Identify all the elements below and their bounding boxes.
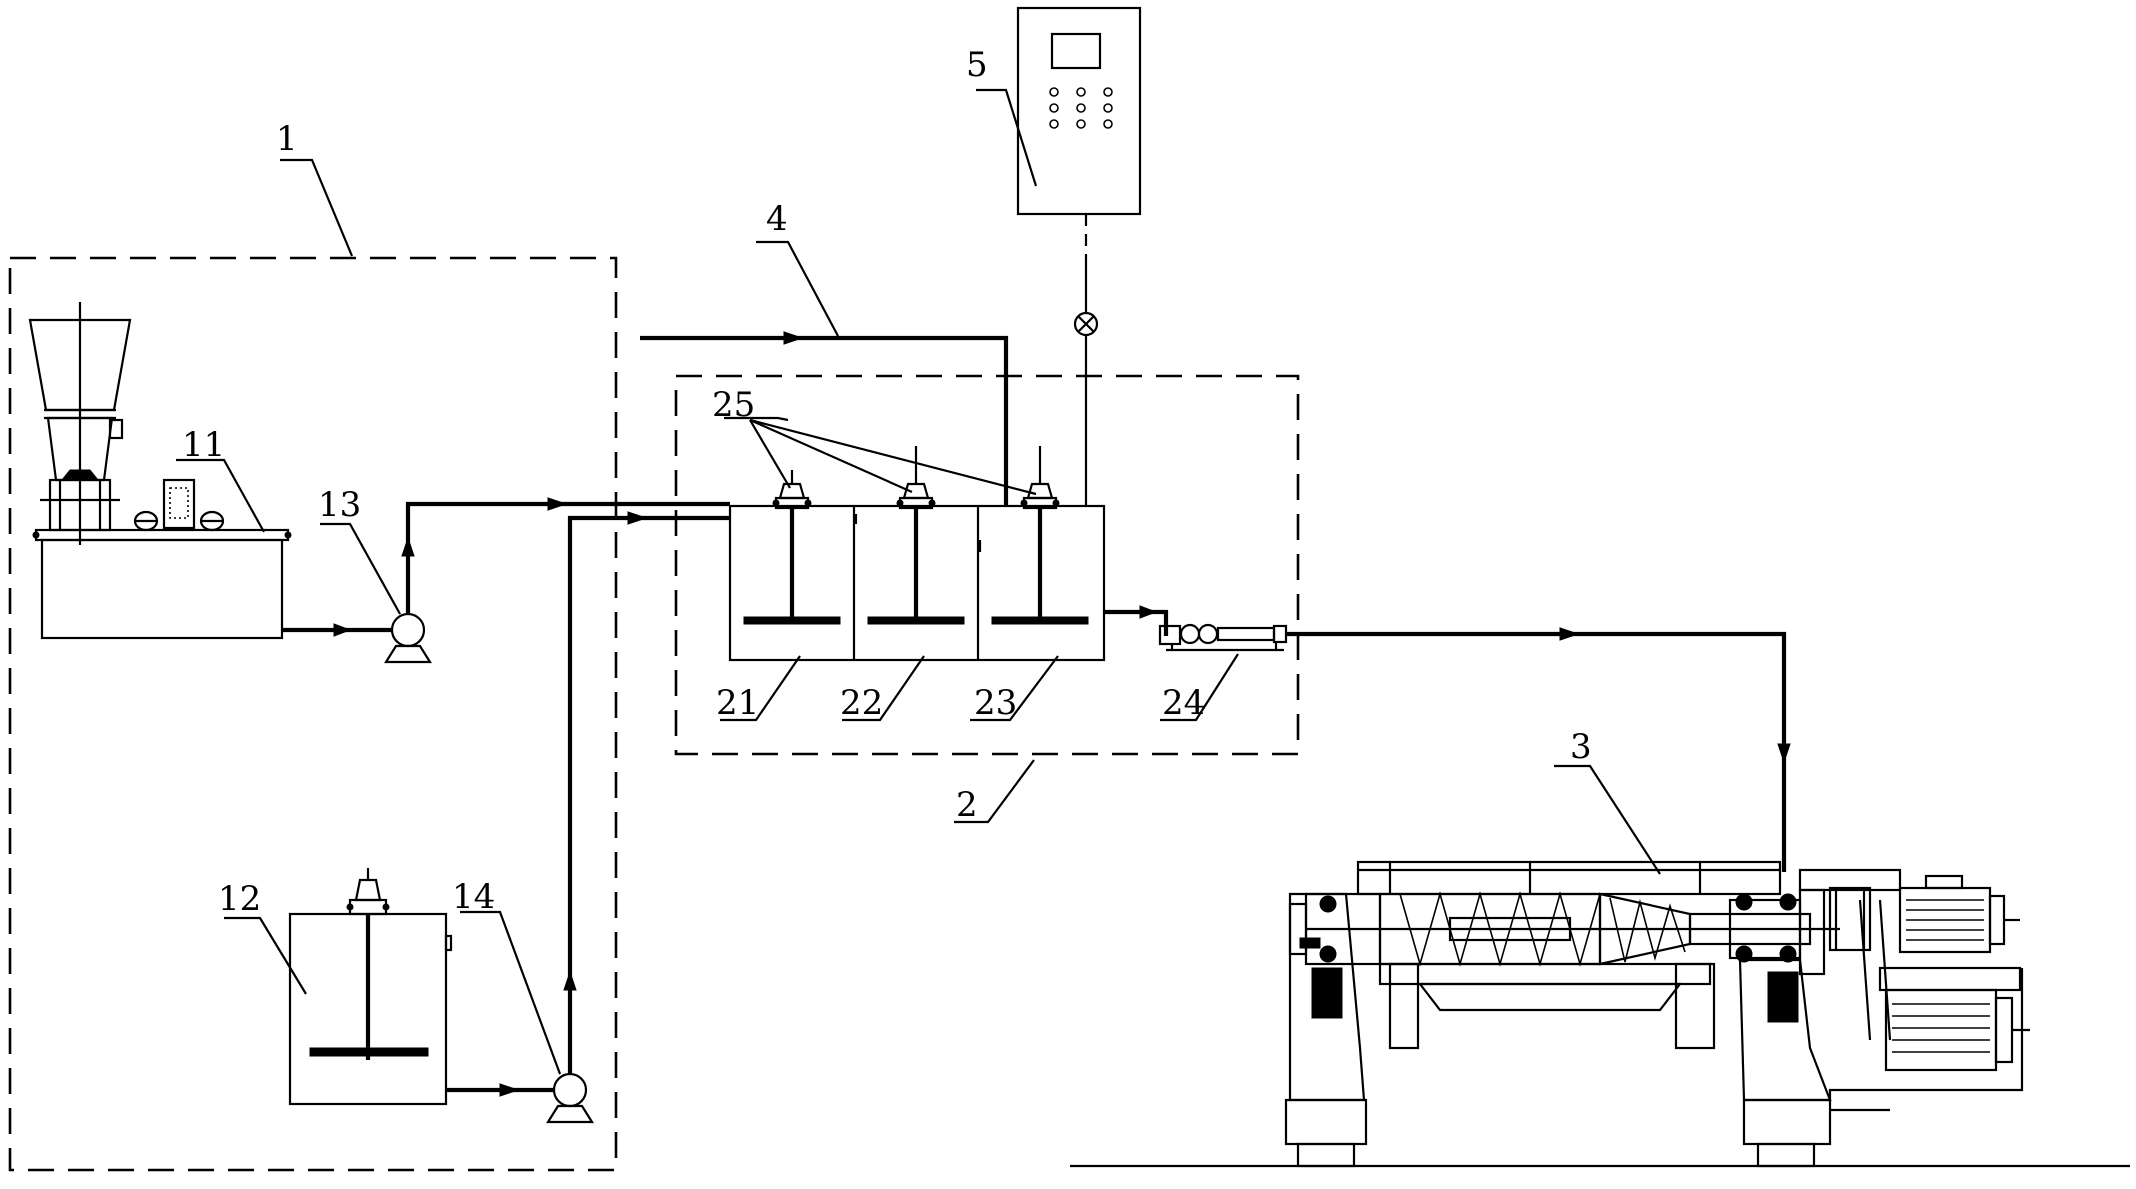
label-14: 14 (452, 877, 495, 917)
label-5: 5 (966, 45, 988, 85)
label-11: 11 (182, 425, 225, 465)
decanter-centrifuge-3 (1070, 860, 2130, 1168)
labels: 1 11 13 12 14 5 4 25 21 22 23 24 2 3 (182, 45, 1592, 919)
label-1: 1 (276, 119, 298, 159)
label-4: 4 (766, 199, 788, 239)
label-24: 24 (1162, 683, 1205, 723)
leader-lines (176, 88, 1661, 1075)
pump-13 (384, 612, 432, 664)
screw-pump-24 (1158, 623, 1288, 652)
mixing-tanks (728, 504, 1169, 662)
label-22: 22 (840, 683, 883, 723)
feed-line (1286, 627, 1791, 872)
agitator-23 (991, 446, 1089, 625)
liquid-tank-12 (288, 868, 453, 1106)
agitator-22 (867, 446, 965, 625)
pipes-system-1 (282, 497, 730, 1097)
label-21: 21 (716, 683, 759, 723)
pump-14 (546, 1072, 594, 1124)
water-line-4 (640, 331, 1009, 506)
label-25: 25 (712, 385, 755, 425)
control-cabinet-5 (1016, 6, 1142, 506)
label-13: 13 (318, 485, 361, 525)
boundary-system-1 (8, 256, 618, 1172)
label-2: 2 (956, 785, 978, 825)
powder-dosing-tank-11 (28, 302, 292, 640)
label-3: 3 (1570, 727, 1592, 767)
label-12: 12 (218, 879, 261, 919)
boundary-system-2 (674, 374, 1300, 756)
agitator-21 (743, 470, 841, 625)
label-23: 23 (974, 683, 1017, 723)
